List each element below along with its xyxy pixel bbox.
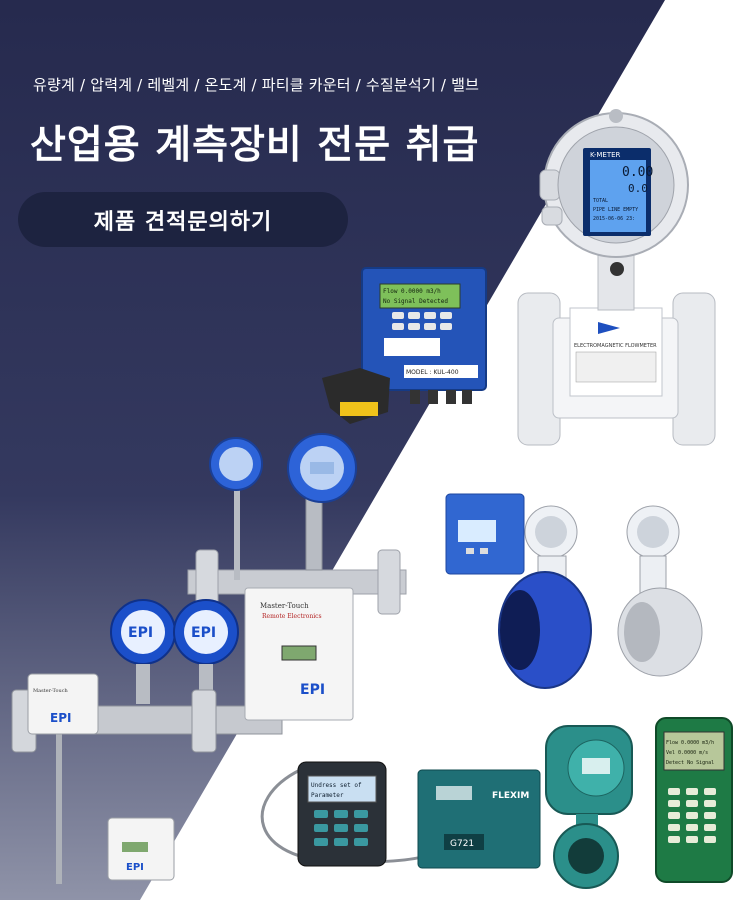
flexim-flowmeters: Undress set of Parameter FLEXIM G721 — [260, 761, 541, 869]
flexim-screen-l2: Parameter — [311, 792, 344, 799]
ultrasonic-wall-flowmeter: Flow 0.0000 m3/h No Signal Detected MODE… — [322, 267, 487, 424]
em-screen-flow: 0.00 — [622, 165, 653, 180]
handheld-screen-l2: Vel 0.0000 m/s — [666, 750, 708, 756]
flexim-model: G721 — [450, 839, 474, 849]
headline: 산업용 계측장비 전문 취급 — [30, 123, 480, 168]
quote-inquiry-button[interactable]: 제품 견적문의하기 — [18, 192, 348, 247]
flexim-logo: FLEXIM — [492, 791, 529, 801]
epi-logo-small-box: EPI — [50, 711, 71, 725]
master-touch-label: Master-Touch — [260, 602, 309, 610]
electromagnetic-flowmeter: ELECTROMAGNETIC FLOWMETER K-METER 0.00 0… — [517, 109, 716, 446]
explosion-proof-flowmeter — [545, 725, 633, 889]
epi-logo-bottom-box: EPI — [126, 862, 144, 873]
ultra-model-label: MODEL : KUL-400 — [406, 369, 459, 376]
product-category-line: 유량계 / 압력계 / 레벨계 / 온도계 / 파티클 카운터 / 수질분석기 … — [33, 76, 480, 94]
epi-logo-right: EPI — [191, 625, 216, 641]
remote-electronics-label: Remote Electronics — [262, 613, 322, 620]
ultra-screen-signal: No Signal Detected — [383, 298, 448, 305]
handheld-ultrasonic-flowmeter: Flow 0.0000 m3/h Vel 0.0000 m/s Detect N… — [655, 717, 733, 883]
em-body-label: ELECTROMAGNETIC FLOWMETER — [574, 343, 657, 349]
flexim-screen-l1: Undress set of — [311, 782, 362, 789]
em-screen-total: TOTAL — [593, 198, 608, 204]
epi-flowmeters: EPI EPI Master-Touch EPI Master-Touch Re… — [11, 587, 354, 884]
ultra-screen-flow: Flow 0.0000 m3/h — [383, 288, 441, 295]
em-brand-label: K-METER — [590, 151, 621, 159]
epi-logo-left: EPI — [128, 625, 153, 641]
master-touch-label-small: Master-Touch — [33, 688, 69, 694]
em-screen-status: PIPE LINE EMPTY — [593, 207, 638, 213]
thermal-mass-flowmeter — [187, 433, 407, 615]
em-screen-vel: 0.0 — [628, 182, 648, 195]
em-screen-time: 2015-06-06 23: — [593, 216, 635, 222]
handheld-screen-l3: Detect No Signal — [666, 760, 714, 766]
epi-logo-remote: EPI — [300, 682, 325, 698]
handheld-screen-l1: Flow 0.0000 m3/h — [666, 740, 714, 746]
em-flowmeter-pair — [445, 493, 703, 689]
